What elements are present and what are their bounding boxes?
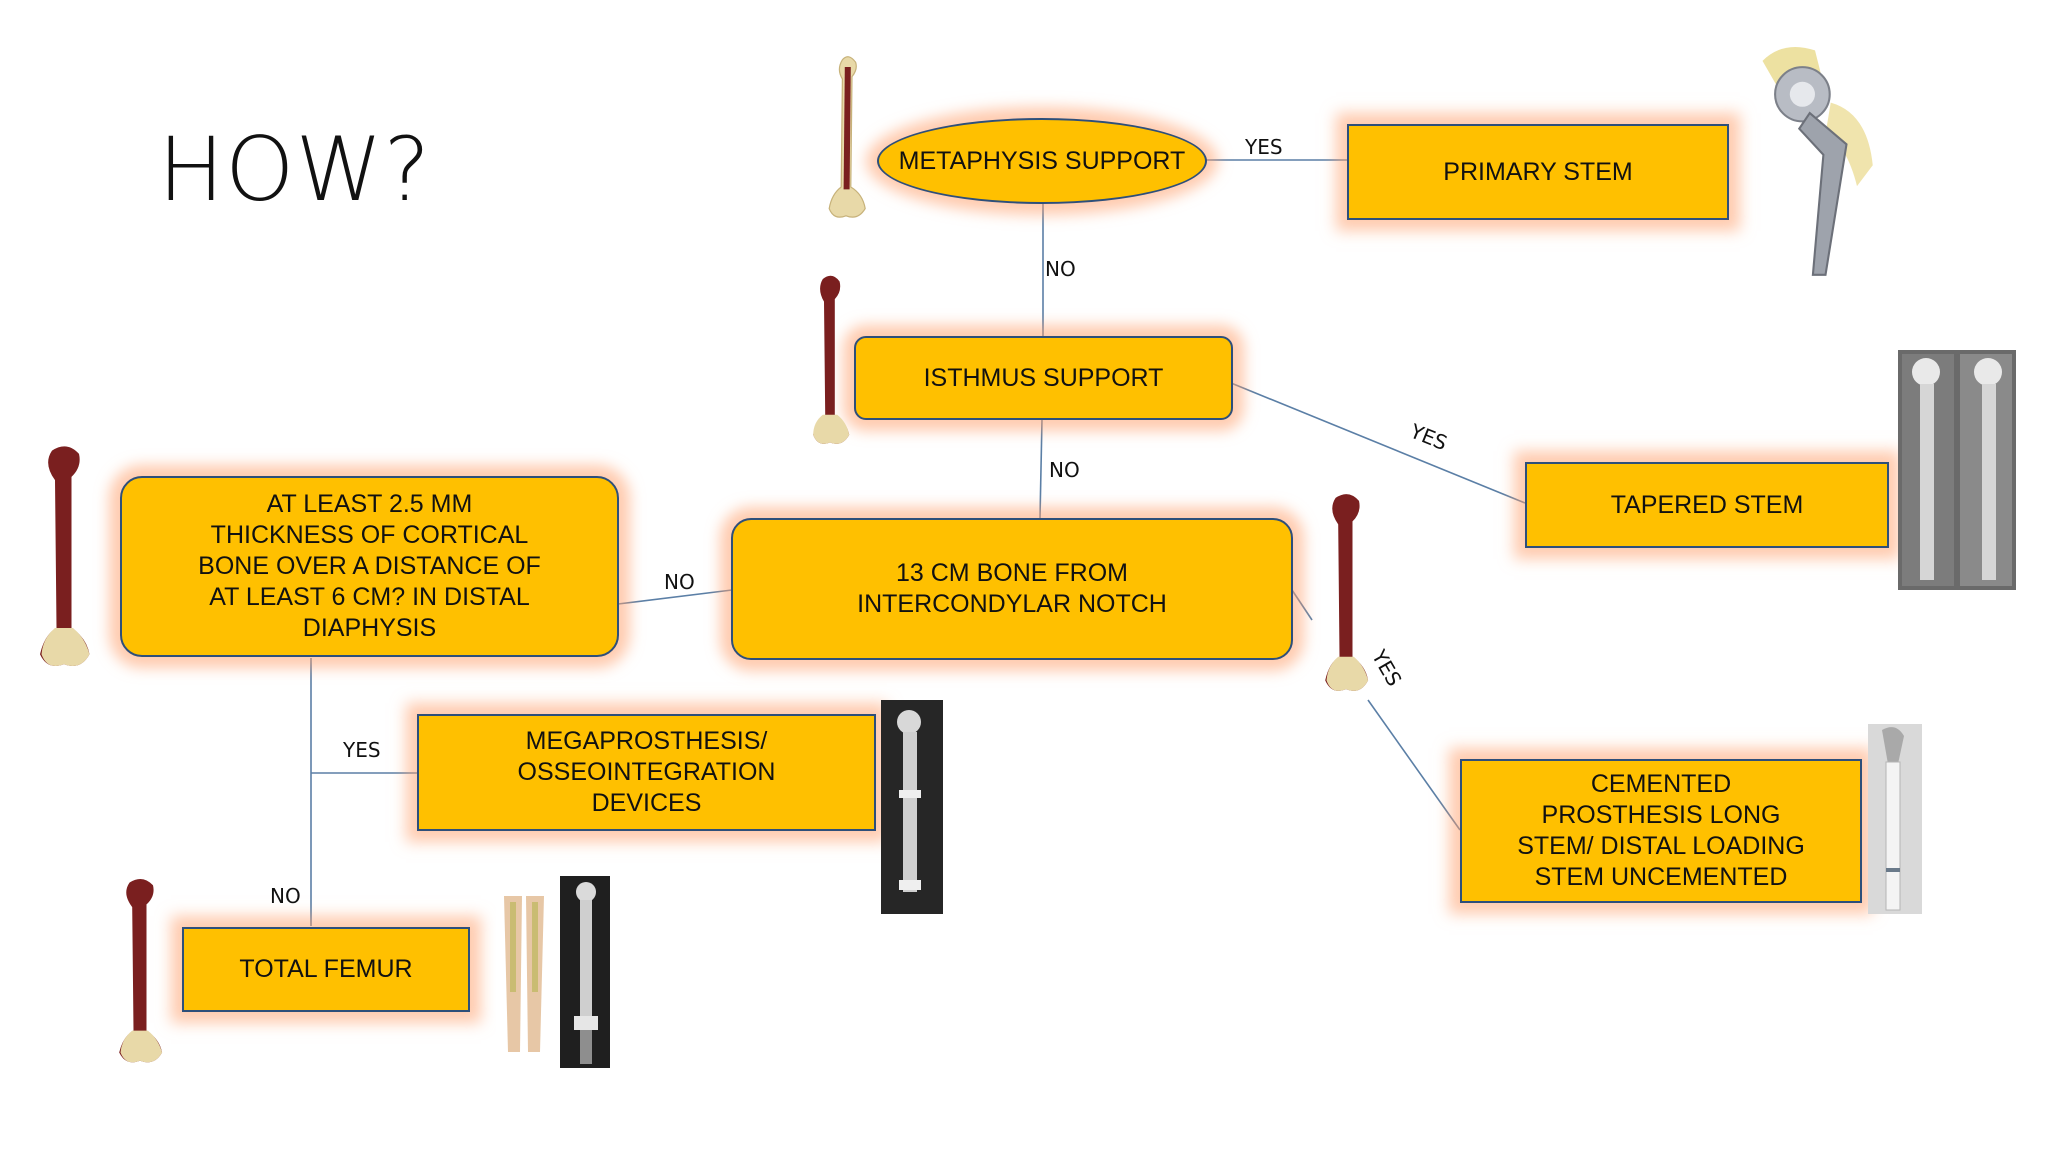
- cortical-thickness-label: AT LEAST 2.5 MM THICKNESS OF CORTICAL BO…: [198, 490, 541, 642]
- edge-intercondylar-cemented-lower: [1367, 699, 1461, 831]
- isthmus-support-node: ISTHMUS SUPPORT: [854, 336, 1233, 420]
- edge-label-cortical-total: NO: [270, 884, 301, 908]
- megaprosthesis-node: MEGAPROSTHESIS/ OSSEOINTEGRATION DEVICES: [417, 714, 876, 831]
- primary-stem-label: PRIMARY STEM: [1443, 157, 1633, 186]
- tapered-stem-node: TAPERED STEM: [1525, 462, 1889, 548]
- xray-image: [1898, 350, 2016, 590]
- edge-label-isthmus-intercondylar: NO: [1049, 458, 1080, 482]
- edge-intercondylar-cemented: [1291, 589, 1313, 621]
- total-femur-node: TOTAL FEMUR: [182, 927, 470, 1012]
- femur-bone-icon: [34, 444, 94, 674]
- primary-stem-node: PRIMARY STEM: [1347, 124, 1729, 220]
- leg-model-image: [496, 892, 550, 1056]
- intercondylar-node: 13 CM BONE FROM INTERCONDYLAR NOTCH: [731, 518, 1293, 660]
- intercondylar-label: 13 CM BONE FROM INTERCONDYLAR NOTCH: [857, 559, 1167, 618]
- cemented-stem-image: [1868, 724, 1922, 914]
- edge-isthmus-tapered: [1230, 382, 1526, 504]
- femur-bone-icon: [822, 55, 870, 223]
- edge-label-cortical-mega: YES: [343, 738, 381, 762]
- slide-title: HOW?: [158, 118, 432, 221]
- total-femur-label: TOTAL FEMUR: [239, 955, 413, 983]
- metaphysis-support-label: METAPHYSIS SUPPORT: [898, 146, 1186, 175]
- edge-isthmus-intercondylar: [1039, 418, 1043, 519]
- megaprosthesis-label: MEGAPROSTHESIS/ OSSEOINTEGRATION DEVICES: [517, 727, 776, 817]
- tapered-stem-label: TAPERED STEM: [1610, 490, 1804, 519]
- edge-label-metaphysis-primary: YES: [1245, 135, 1283, 159]
- cemented-prosthesis-label: CEMENTED PROSTHESIS LONG STEM/ DISTAL LO…: [1517, 770, 1805, 891]
- edge-intercondylar-cortical: [617, 589, 733, 605]
- xray-image: [560, 876, 610, 1068]
- femur-bone-icon: [806, 274, 854, 450]
- cemented-prosthesis-node: CEMENTED PROSTHESIS LONG STEM/ DISTAL LO…: [1460, 759, 1862, 903]
- isthmus-support-label: ISTHMUS SUPPORT: [923, 363, 1164, 392]
- metaphysis-support-node: METAPHYSIS SUPPORT: [877, 118, 1207, 204]
- edge-label-metaphysis-isthmus: NO: [1045, 257, 1076, 281]
- xray-image: [881, 700, 943, 914]
- femur-bone-icon: [114, 877, 166, 1069]
- edge-label-intercondylar-cortical: NO: [664, 570, 695, 594]
- femur-bone-icon: [1320, 492, 1372, 698]
- hip-implant-image: [1752, 40, 1878, 280]
- cortical-thickness-node: AT LEAST 2.5 MM THICKNESS OF CORTICAL BO…: [120, 476, 619, 657]
